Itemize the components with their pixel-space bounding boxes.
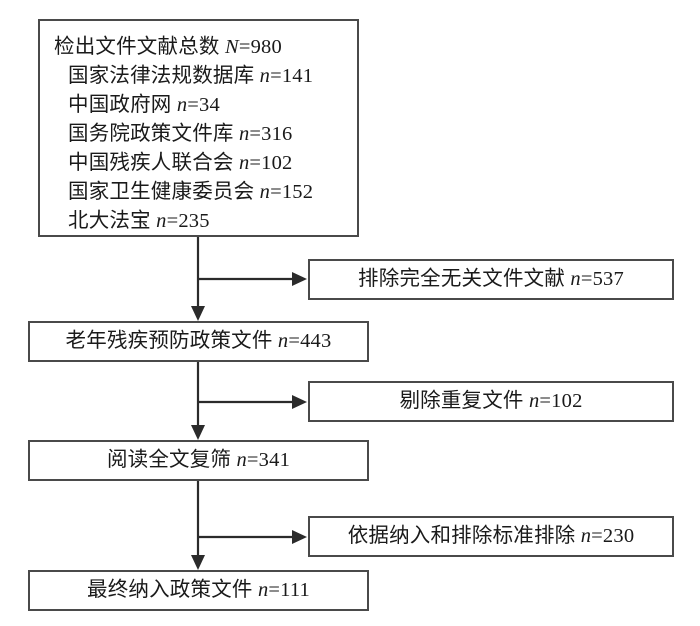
arrowhead-stage2-to-stage3 [191, 555, 205, 570]
exclusion-box-duplicates: 剔除重复文件 n=102 [308, 381, 674, 422]
stage-label-aged-disability-prevention: 老年残疾预防政策文件 n=443 [65, 330, 332, 353]
arrowhead-exclusion2 [292, 395, 307, 409]
exclusion-label-criteria: 依据纳入和排除标准排除 n=230 [347, 525, 635, 548]
source-item-china-gov-net: 中国政府网 n=34 [68, 94, 220, 116]
stage-label-full-text-rescreening: 阅读全文复筛 n=341 [106, 449, 291, 472]
source-item-state-council-policy-db: 国务院政策文件库 n=316 [68, 123, 293, 145]
arrowhead-source-to-stage1 [191, 306, 205, 321]
source-item-cdpf: 中国残疾人联合会 n=102 [68, 152, 293, 174]
source-item-nhc: 国家卫生健康委员会 n=152 [68, 181, 314, 203]
source-item-pkulaw: 北大法宝 n=235 [68, 210, 210, 232]
exclusion-label-duplicates: 剔除重复文件 n=102 [399, 390, 583, 413]
arrowhead-exclusion1 [292, 272, 307, 286]
retrieved-records-box: 检出文件文献总数 N=980 国家法律法规数据库 n=141 中国政府网 n=3… [38, 19, 359, 237]
stage-label-final-included: 最终纳入政策文件 n=111 [87, 579, 310, 602]
stage-box-final-included: 最终纳入政策文件 n=111 [28, 570, 369, 611]
arrowhead-exclusion3 [292, 530, 307, 544]
stage-box-full-text-rescreening: 阅读全文复筛 n=341 [28, 440, 369, 481]
arrowhead-stage1-to-stage2 [191, 425, 205, 440]
stage-box-aged-disability-prevention: 老年残疾预防政策文件 n=443 [28, 321, 369, 362]
source-total-line: 检出文件文献总数 N=980 [54, 36, 282, 58]
exclusion-box-irrelevant: 排除完全无关文件文献 n=537 [308, 259, 674, 300]
source-item-national-law-db: 国家法律法规数据库 n=141 [68, 65, 314, 87]
exclusion-label-irrelevant: 排除完全无关文件文献 n=537 [358, 268, 624, 291]
exclusion-box-criteria: 依据纳入和排除标准排除 n=230 [308, 516, 674, 557]
